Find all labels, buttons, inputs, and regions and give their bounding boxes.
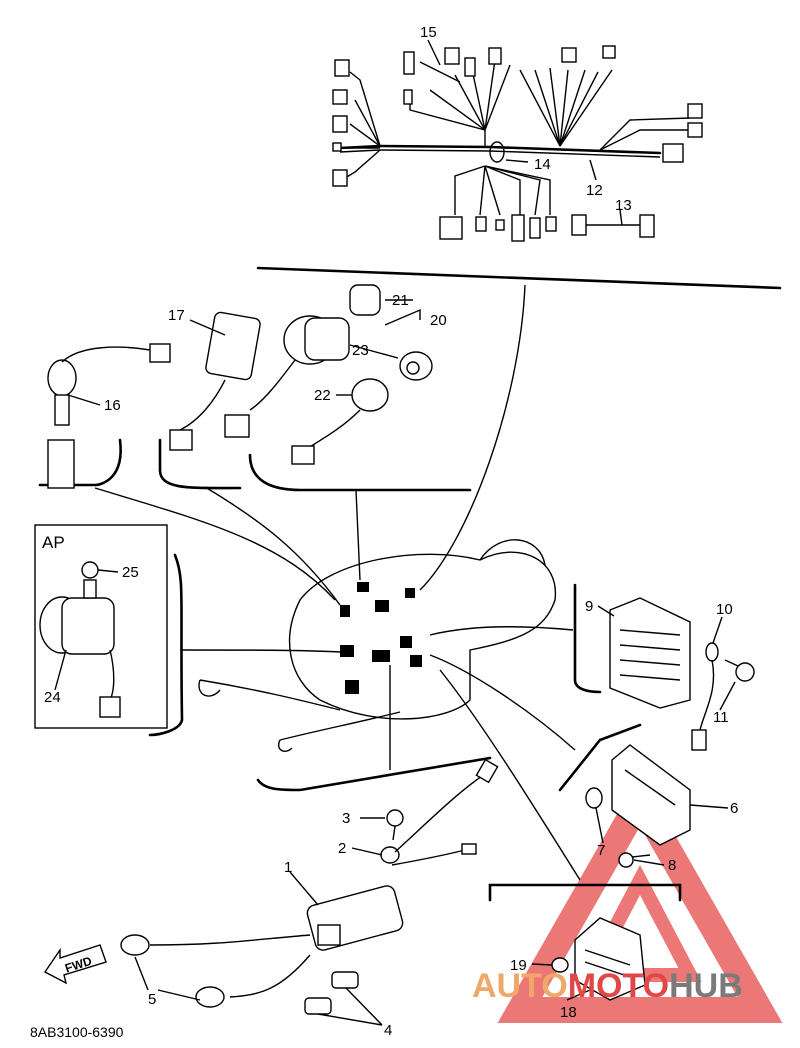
callout-11: 11 [713, 709, 729, 726]
part-17-unit [169, 311, 261, 451]
part-6-cdi-unit [611, 744, 691, 846]
callout-16: 16 [104, 397, 121, 414]
watermark-auto: AUTO [472, 967, 568, 1005]
callout-leaders [54, 39, 736, 1026]
part-16-switch [47, 343, 171, 489]
part-4-clamps [304, 971, 359, 1015]
callout-25: 25 [122, 564, 139, 581]
callout-14: 14 [534, 156, 551, 173]
part-23-ring [399, 351, 433, 381]
callout-19: 19 [510, 957, 527, 974]
part-9-regulator [609, 597, 691, 709]
group-brackets [38, 266, 782, 902]
part-5-spark-plug-caps [120, 934, 311, 1008]
part-8-bolt [618, 852, 651, 868]
callout-1: 1 [284, 859, 292, 876]
callout-15: 15 [420, 24, 437, 41]
callout-3: 3 [342, 810, 350, 827]
diagram-code: 8AB3100-6390 [30, 1024, 124, 1040]
snowmobile-body [198, 539, 557, 752]
part-1-ignition-coil [306, 885, 404, 951]
callout-24: 24 [44, 689, 61, 706]
callout-12: 12 [586, 182, 603, 199]
watermark-hub: HUB [669, 967, 743, 1005]
part-21-key [349, 284, 381, 316]
part-10-ground-lead [691, 642, 719, 751]
part-11-bolt [724, 659, 755, 682]
harness-clamp-14 [489, 141, 505, 163]
leader-lines [94, 284, 581, 881]
callout-13: 13 [615, 197, 632, 214]
callout-22: 22 [314, 387, 331, 404]
part-25-nut [81, 561, 99, 599]
callout-17: 17 [168, 307, 185, 324]
fwd-arrow [43, 944, 107, 985]
harness-clip [419, 61, 461, 83]
part-7-grommet [585, 787, 603, 809]
part-22-switch [291, 378, 389, 465]
part-2-lead [380, 758, 499, 866]
callout-8: 8 [668, 857, 676, 874]
callout-18: 18 [560, 1004, 577, 1021]
part-18-unit [574, 917, 646, 1001]
callout-4: 4 [384, 1022, 392, 1039]
wire-harness-group [332, 45, 703, 242]
callout-21: 21 [392, 292, 409, 309]
part-3-screw [386, 809, 404, 841]
watermark-moto: MOTO [568, 967, 669, 1005]
callout-9: 9 [585, 598, 593, 615]
harness-end-connector [662, 143, 684, 163]
watermark-text: AUTOMOTOHUB [472, 967, 743, 1005]
ap-inset-box [34, 524, 168, 729]
part-20-main-switch [249, 284, 381, 411]
inset-label-ap: AP [42, 533, 65, 552]
harness-group-bracket [256, 266, 782, 290]
part-24-unit [39, 596, 121, 718]
callout-7: 7 [597, 842, 605, 859]
callout-5: 5 [148, 991, 156, 1008]
callout-23: 23 [352, 342, 369, 359]
callout-20: 20 [430, 312, 447, 329]
callout-2: 2 [338, 840, 346, 857]
callout-10: 10 [716, 601, 733, 618]
callout-6: 6 [730, 800, 738, 817]
